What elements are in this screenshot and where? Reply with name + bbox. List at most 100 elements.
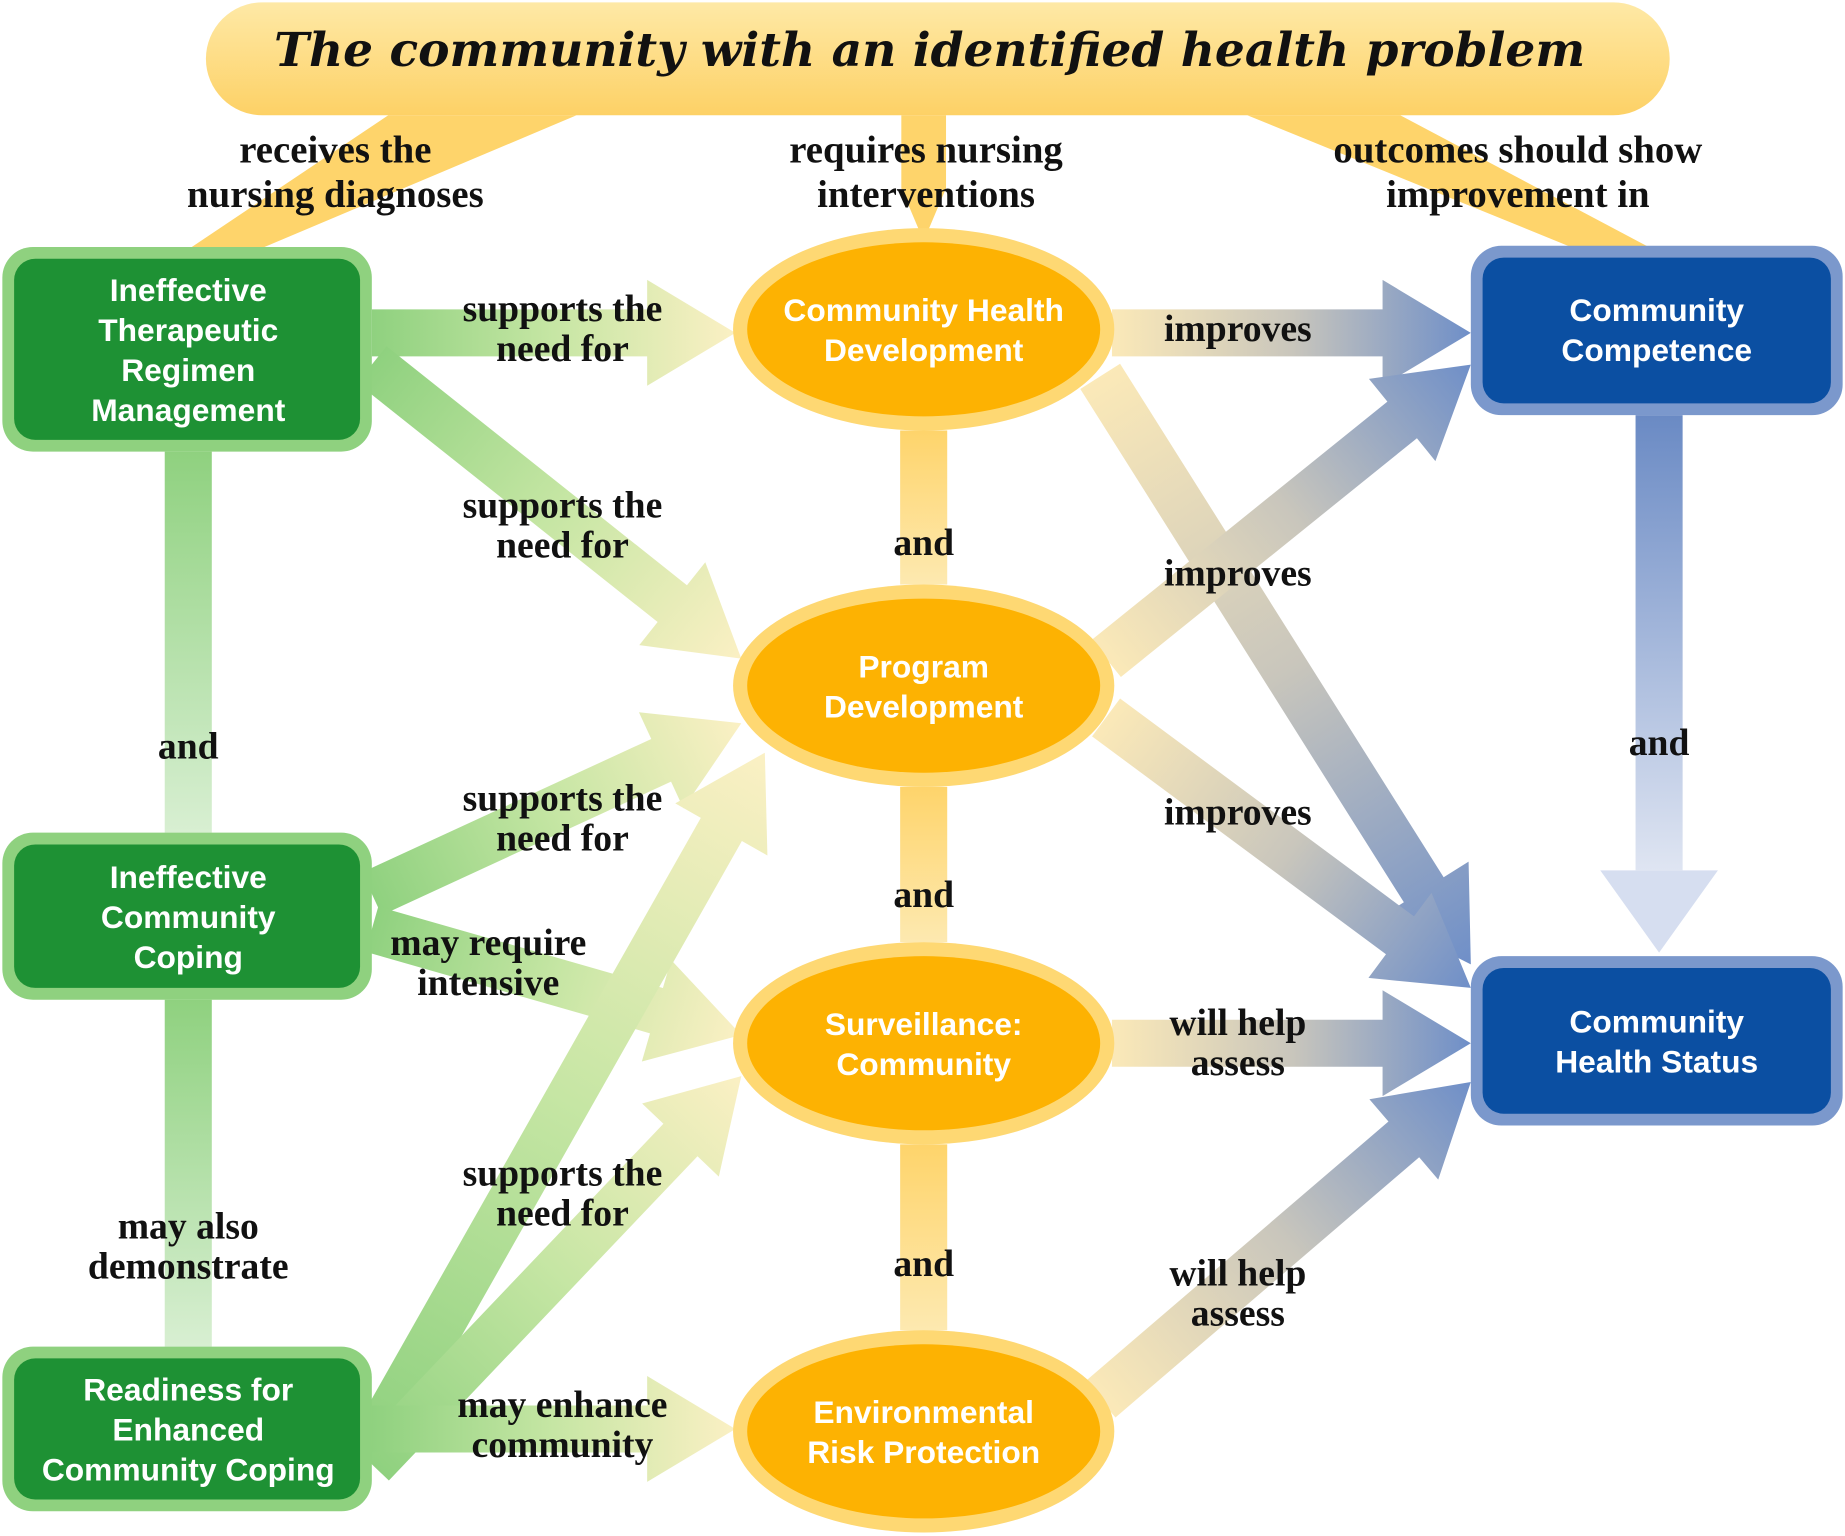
arrow-itrm-pd xyxy=(357,346,742,659)
node-label: Health Status xyxy=(1555,1044,1758,1080)
arrow-label: supports the xyxy=(463,484,663,526)
arrow-label: supports the xyxy=(463,288,663,330)
column-header-interventions: requires nursing xyxy=(789,128,1063,171)
arrow-icc-sc xyxy=(365,906,742,1062)
node-label: Community xyxy=(1569,292,1744,328)
connector-bars xyxy=(164,415,1718,1347)
title-stem-diagnoses xyxy=(188,115,577,250)
node-label: Management xyxy=(91,392,286,428)
arrow-label: need for xyxy=(496,1193,629,1235)
arrow-recc-sc xyxy=(354,1076,742,1481)
relationship-arrows xyxy=(351,279,1471,1482)
node-label: Environmental xyxy=(813,1394,1034,1430)
column-header-diagnoses: receives the xyxy=(239,128,431,171)
node-label: Competence xyxy=(1561,332,1752,368)
arrow-label: will help xyxy=(1169,1002,1306,1044)
arrow-label: improves xyxy=(1164,791,1312,833)
arrow-label: need for xyxy=(496,328,629,370)
node-label: Readiness for xyxy=(83,1372,293,1408)
node-body xyxy=(1482,257,1831,404)
node-body xyxy=(747,956,1101,1131)
arrow-pd-chs xyxy=(1092,698,1471,988)
connector-label: demonstrate xyxy=(88,1245,289,1287)
node-label: Community Health xyxy=(783,292,1064,328)
arrow-label: improves xyxy=(1164,553,1312,595)
connector-label: and xyxy=(893,522,954,564)
node-label: Development xyxy=(824,332,1024,368)
connector-label: and xyxy=(893,874,954,916)
node-label: Surveillance: xyxy=(825,1006,1023,1042)
arrow-label: improves xyxy=(1164,308,1312,350)
node-label: Ineffective xyxy=(110,272,267,308)
node-body xyxy=(747,242,1101,417)
node-label: Ineffective xyxy=(110,859,267,895)
connector-label: and xyxy=(1629,722,1690,764)
node-label: Coping xyxy=(134,939,243,975)
node-label: Development xyxy=(824,688,1024,724)
title-banner: The community with an identified health … xyxy=(205,2,1670,116)
node-label: Program xyxy=(858,648,989,684)
arrow-label: need for xyxy=(496,524,629,566)
node-label: Regimen xyxy=(121,352,255,388)
connector-cc-chs xyxy=(1635,415,1683,871)
node-body xyxy=(14,258,361,440)
arrow-pd-cc xyxy=(1091,364,1471,677)
node-label: Risk Protection xyxy=(807,1434,1040,1470)
node-label: Therapeutic xyxy=(98,312,278,348)
arrow-label: intensive xyxy=(417,962,559,1004)
title-stem-outcomes xyxy=(1247,115,1654,250)
arrow-label: supports the xyxy=(463,1153,663,1195)
title-stems xyxy=(188,115,1654,250)
title-banner-shape xyxy=(205,2,1670,116)
arrow-sc-chs xyxy=(1111,990,1471,1097)
node-body xyxy=(747,1344,1101,1519)
node-label: Enhanced xyxy=(112,1412,264,1448)
arrow-recc-pd xyxy=(351,752,768,1459)
arrow-label: assess xyxy=(1191,1042,1285,1084)
page-title: The community with an identified health … xyxy=(274,23,1585,78)
arrow-label: may enhance xyxy=(457,1384,667,1426)
connector-chd-pd xyxy=(900,430,948,585)
arrow-icc-pd xyxy=(361,712,742,916)
arrow-label: assess xyxy=(1191,1292,1285,1334)
arrow-itrm-chd xyxy=(371,279,736,386)
arrow-label: will help xyxy=(1169,1252,1306,1294)
connector-sc-erp xyxy=(900,1144,948,1331)
arrow-label: community xyxy=(471,1424,653,1466)
node-body xyxy=(14,1358,361,1500)
arrow-label: supports the xyxy=(463,777,663,819)
arrow-label: may require xyxy=(390,922,586,964)
node-body xyxy=(1482,967,1831,1114)
connector-label: and xyxy=(158,726,219,768)
connector-label: may also xyxy=(118,1205,259,1247)
node-body xyxy=(747,598,1101,773)
connector-arrowhead-cc-chs xyxy=(1600,870,1718,953)
node-body xyxy=(14,844,361,988)
connector-itrm-icc xyxy=(164,451,212,833)
arrow-erp-chs xyxy=(1084,1082,1471,1418)
title-stem-interventions xyxy=(901,115,947,242)
arrow-chd-cc xyxy=(1111,279,1471,386)
connector-pd-sc xyxy=(900,786,948,943)
node-label: Community xyxy=(1569,1004,1744,1040)
connector-icc-recc xyxy=(164,999,212,1347)
node-label: Community xyxy=(836,1046,1011,1082)
nodes: IneffectiveTherapeuticRegimenManagementI… xyxy=(2,228,1843,1533)
column-header-interventions: interventions xyxy=(817,173,1035,216)
node-label: Community Coping xyxy=(42,1452,335,1488)
arrow-label: need for xyxy=(496,817,629,859)
node-sc[interactable]: Surveillance: Community xyxy=(733,942,1115,1145)
node-label: Community xyxy=(101,899,276,935)
arrow-chd-chs xyxy=(1080,363,1471,965)
column-header-outcomes: outcomes should show xyxy=(1333,128,1702,171)
